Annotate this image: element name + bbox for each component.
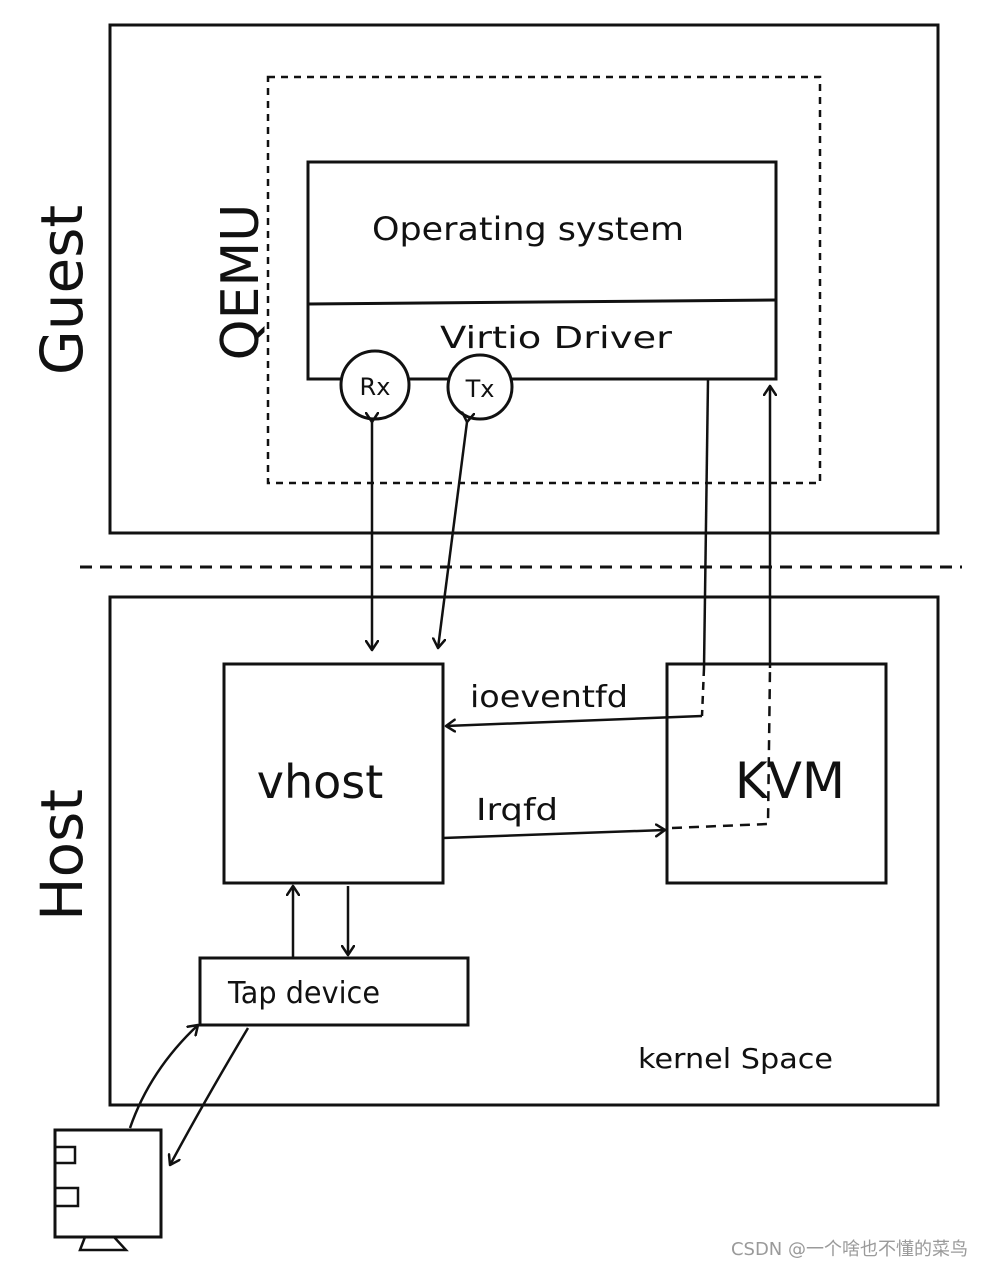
ioeventfd-arrow — [446, 714, 703, 726]
virtio-driver-label: Virtio Driver — [440, 321, 673, 356]
operating-system-label: Operating system — [372, 210, 684, 248]
host-label: Host — [28, 789, 96, 921]
kvm-internal-ioevent-line — [700, 667, 706, 717]
irqfd-arrow — [442, 830, 665, 840]
tap-to-nic-arrow — [170, 1027, 250, 1165]
host-box — [108, 595, 940, 1107]
tap-device-label: Tap device — [227, 976, 380, 1011]
guest-label: Guest — [28, 205, 96, 375]
qemu-box — [266, 75, 822, 485]
physical-nic-icon — [53, 1128, 163, 1252]
os-box — [306, 160, 778, 381]
rx-label: Rx — [360, 373, 391, 401]
tap-device-box — [198, 956, 470, 1027]
tx-queue — [446, 353, 514, 421]
vhost-box — [222, 662, 445, 885]
kvm-box — [665, 662, 888, 885]
guest-box — [108, 23, 940, 535]
nic-to-tap-arrow — [128, 1025, 198, 1129]
driver-to-kvm-line — [702, 379, 710, 669]
qemu-label: QEMU — [211, 204, 271, 361]
irqfd-label: Irqfd — [476, 793, 558, 828]
watermark: CSDN @一个啥也不懂的菜鸟 — [731, 1239, 968, 1260]
ioeventfd-label: ioeventfd — [470, 680, 628, 715]
kernel-space-label: kernel Space — [638, 1042, 833, 1075]
tx-label: Tx — [465, 375, 495, 403]
kvm-label: KVM — [735, 752, 845, 810]
os-driver-divider — [307, 298, 777, 306]
tx-vhost-arrow — [438, 422, 467, 648]
vhost-label: vhost — [257, 755, 384, 809]
